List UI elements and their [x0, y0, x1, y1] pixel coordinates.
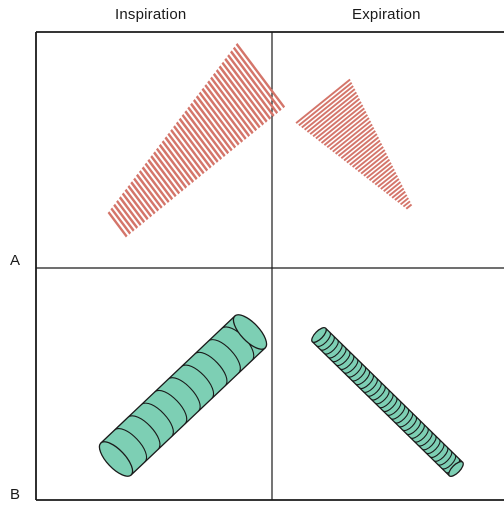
airflow-stripe [210, 77, 254, 135]
inspiration-airflow-icon [108, 43, 286, 238]
airflow-stripe [207, 80, 250, 137]
airflow-stripe [375, 169, 395, 186]
expiration-airway-icon [309, 325, 465, 478]
expiration-airflow-icon [296, 79, 413, 210]
inspiration-airway-icon [94, 310, 272, 482]
airflow-stripe [184, 110, 222, 160]
airflow-stripe [187, 107, 225, 158]
airflow-stripe [113, 204, 134, 232]
airway-body [312, 328, 462, 476]
airflow-stripe [139, 170, 166, 206]
airflow-stripe [338, 127, 374, 157]
airflow-stripe [397, 194, 407, 203]
airflow-stripe [116, 200, 138, 229]
airway-body [101, 316, 265, 475]
airflow-stripe [361, 153, 387, 175]
airflow-stripe [301, 85, 354, 128]
